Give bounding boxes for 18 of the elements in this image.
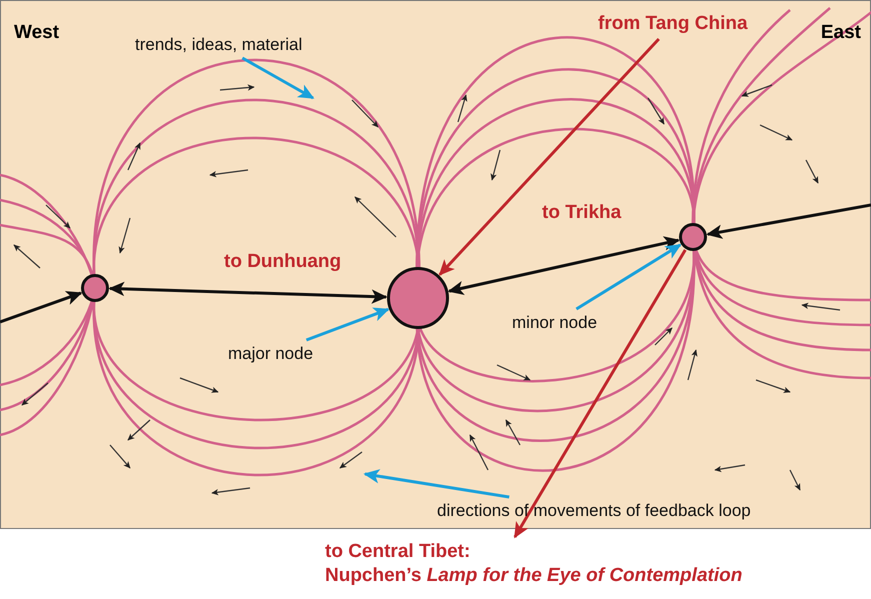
pointer-arrow — [576, 244, 682, 310]
destination-label: to Central Tibet: Nupchen’s Lamp for the Eye of Contemplation — [325, 540, 742, 588]
arrow — [108, 282, 388, 304]
arrow — [0, 291, 82, 324]
annotation-text: minor node — [512, 312, 598, 333]
arrow — [438, 38, 660, 276]
destination-label: from Tang China — [598, 12, 748, 36]
direction-label: West — [14, 22, 60, 44]
direction-label: East — [820, 22, 861, 44]
arrow — [514, 249, 687, 538]
pointer-arrow — [306, 308, 390, 342]
pointer-arrow — [242, 56, 314, 100]
arrow — [448, 236, 680, 295]
annotation-text: directions of movements of feedback loop — [437, 500, 751, 521]
annotation-text: trends, ideas, material — [135, 34, 302, 55]
annotation-text: major node — [228, 343, 314, 364]
pointer-arrow — [363, 469, 510, 498]
arrow — [706, 204, 871, 239]
